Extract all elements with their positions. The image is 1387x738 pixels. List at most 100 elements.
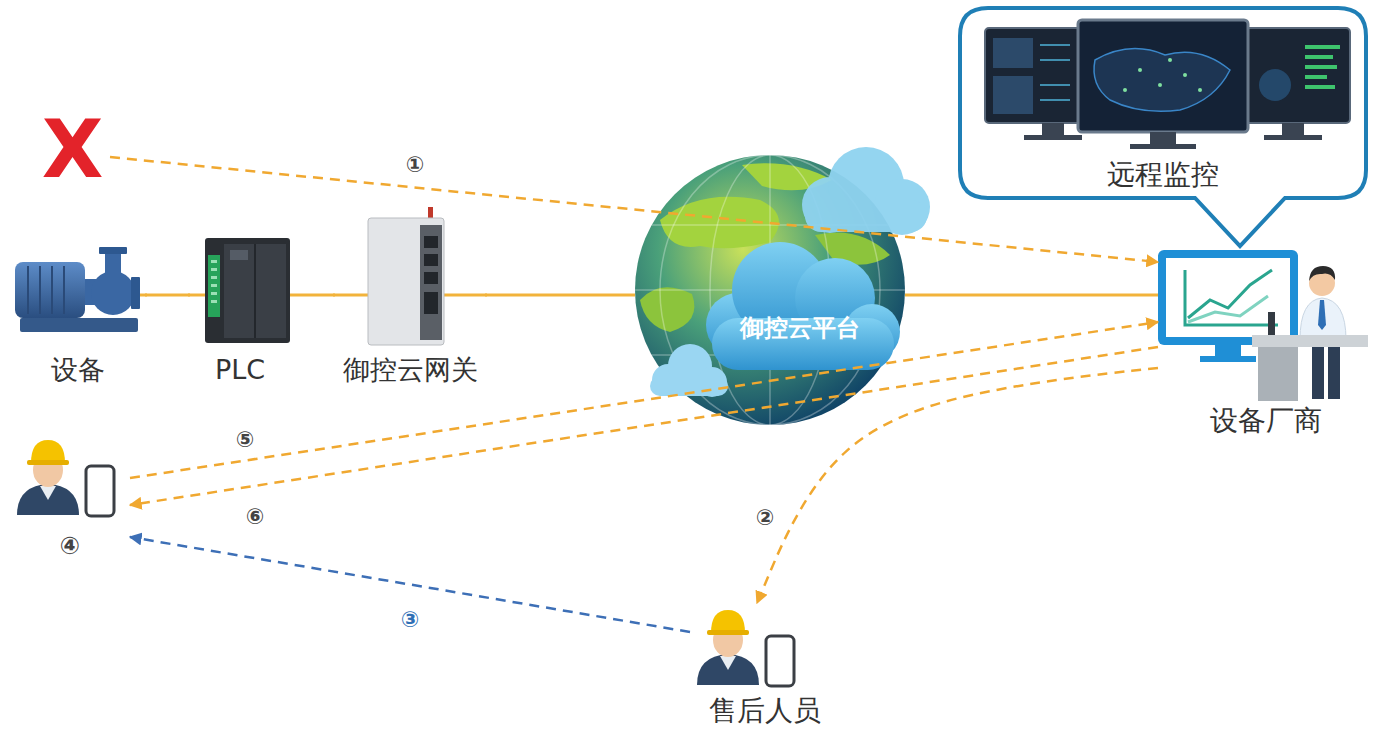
device-node: 设备 xyxy=(10,245,145,390)
node-label: 御控云网关 xyxy=(343,354,478,386)
plc-icon xyxy=(208,255,220,317)
gateway-icon xyxy=(424,292,438,314)
gateway-icon xyxy=(424,236,438,248)
callout-number: ② xyxy=(753,505,778,531)
pump-icon xyxy=(91,271,135,315)
monitor-icon xyxy=(1024,135,1082,140)
dashed-arrow xyxy=(130,347,1158,505)
callout-number: ⑥ xyxy=(243,504,268,530)
plc-icon xyxy=(224,244,286,338)
globe-icon xyxy=(805,200,927,232)
worker-icon xyxy=(697,610,794,686)
workstation-icon xyxy=(1318,300,1326,330)
monitor-icon xyxy=(1040,59,1070,61)
callout-number: ③ xyxy=(398,607,423,633)
dashed-arrow xyxy=(757,368,1158,603)
fault-label: X xyxy=(42,102,104,198)
plc-icon xyxy=(254,244,256,338)
pump-icon xyxy=(99,247,127,254)
node-label: 售后人员 xyxy=(709,694,821,728)
signal-wire xyxy=(485,294,635,297)
monitor-icon xyxy=(993,38,1033,68)
monitor-icon xyxy=(1183,73,1187,77)
signal-wire xyxy=(145,294,190,297)
node-label: 设备厂商 xyxy=(1210,404,1322,438)
monitor-icon xyxy=(1259,69,1291,101)
pump-icon xyxy=(28,266,64,314)
workstation-icon xyxy=(1188,270,1272,318)
monitor-icon xyxy=(1123,88,1127,92)
monitor-icon xyxy=(1305,45,1340,49)
plc-icon xyxy=(205,238,290,343)
globe-icon xyxy=(640,287,694,332)
workstation-icon xyxy=(1158,250,1298,345)
monitor-icon xyxy=(1040,99,1070,101)
gateway-icon xyxy=(424,236,438,314)
cloud-platform: 御控云平台 xyxy=(635,155,905,425)
callout-bubble xyxy=(960,8,1366,246)
globe-icon xyxy=(802,147,930,235)
callout-number: ④ xyxy=(60,532,80,561)
plc-icon xyxy=(211,292,217,295)
plc-icon xyxy=(211,284,217,287)
callout-number: ⑤ xyxy=(233,427,258,453)
worker-icon xyxy=(86,466,114,516)
callout-bubble xyxy=(960,8,1366,246)
monitor-icon xyxy=(1158,83,1162,87)
worker-icon xyxy=(17,484,79,515)
pump-icon xyxy=(20,318,138,332)
workstation-icon xyxy=(1166,258,1290,337)
pump-icon xyxy=(105,252,121,274)
pump-icon xyxy=(15,247,140,332)
worker-icon xyxy=(720,656,736,670)
wire-stub xyxy=(442,294,487,297)
workstation-icon xyxy=(1158,250,1368,401)
plc-icon xyxy=(211,260,217,263)
monitor-icon xyxy=(1078,20,1248,132)
workstation-icon xyxy=(1185,270,1278,325)
monitor-icon xyxy=(985,20,1350,149)
worker-icon xyxy=(766,636,794,686)
worker-icon xyxy=(17,440,114,516)
monitor-icon xyxy=(1168,58,1172,62)
plc-icon xyxy=(211,268,217,271)
callout-label: 远程监控 xyxy=(1107,158,1219,192)
monitor-icon xyxy=(1305,55,1333,59)
pump-icon xyxy=(39,266,41,314)
workstation-icon xyxy=(1312,347,1324,399)
pump-icon xyxy=(15,262,85,318)
monitor-icon xyxy=(1040,45,1070,100)
workstation-icon xyxy=(1252,335,1368,347)
monitor-icon xyxy=(1282,123,1304,137)
workstation-icon xyxy=(1300,298,1346,340)
workstation-icon xyxy=(1200,356,1256,362)
monitor-icon xyxy=(1305,85,1335,89)
monitor-icon xyxy=(1150,132,1176,145)
monitor-icon xyxy=(1130,144,1196,149)
monitor-icon xyxy=(1305,45,1340,89)
signal-wire xyxy=(905,294,1158,297)
workstation-icon xyxy=(1309,266,1335,281)
worker-icon xyxy=(697,654,759,685)
pump-icon xyxy=(63,266,65,314)
plc-icon xyxy=(211,260,217,303)
workstation-icon xyxy=(1188,296,1268,322)
signal-wire xyxy=(290,294,335,297)
globe-icon xyxy=(706,242,900,370)
node-label: 设备 xyxy=(51,354,105,386)
monitor-icon xyxy=(1094,49,1230,112)
node-label: PLC xyxy=(215,354,265,386)
gateway-icon xyxy=(424,272,438,284)
monitor-icon xyxy=(1235,28,1350,123)
wire-stub xyxy=(188,294,207,297)
workstation-icon xyxy=(1258,347,1298,401)
monitor-icon xyxy=(1198,88,1202,92)
pump-icon xyxy=(51,266,53,314)
workstation-icon xyxy=(1328,347,1340,399)
gateway-icon xyxy=(368,218,444,345)
worker-icon xyxy=(31,440,65,463)
monitor-icon xyxy=(1264,135,1322,140)
